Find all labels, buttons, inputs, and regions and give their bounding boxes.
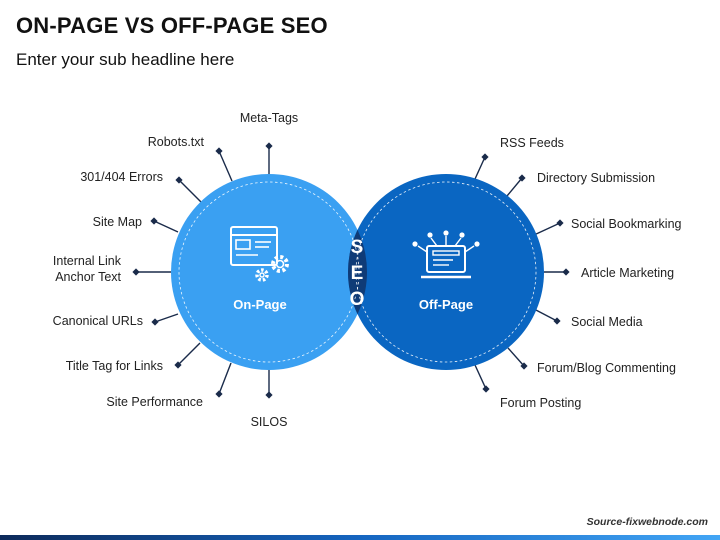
seo-letter-s: S bbox=[351, 237, 364, 258]
on-page-item-label: Title Tag for Links bbox=[66, 359, 163, 373]
off-page-connector-line bbox=[507, 347, 525, 367]
off-page-item-label: Article Marketing bbox=[581, 266, 674, 280]
off-page-dashed-ring bbox=[355, 181, 537, 363]
on-page-connector-diamond bbox=[174, 361, 182, 369]
on-page-connector-diamond bbox=[215, 390, 223, 398]
on-page-connector-diamond bbox=[175, 176, 183, 184]
off-page-connector-diamond bbox=[518, 174, 526, 182]
off-page-connector-diamond bbox=[553, 317, 561, 325]
seo-letter-o: O bbox=[350, 289, 365, 310]
on-page-connector-diamond bbox=[265, 142, 273, 150]
off-page-connector-diamond bbox=[482, 385, 490, 393]
off-page-connector-line bbox=[533, 308, 558, 322]
on-page-circle bbox=[171, 174, 367, 370]
off-page-item-label: Forum/Blog Commenting bbox=[537, 361, 676, 375]
bottom-accent-bar bbox=[0, 535, 720, 540]
off-page-connector-diamond bbox=[520, 362, 528, 370]
on-page-dashed-ring bbox=[178, 181, 360, 363]
on-page-connector-line bbox=[154, 313, 179, 323]
on-page-item-label: 301/404 Errors bbox=[80, 170, 163, 184]
monitor-network-icon bbox=[412, 230, 480, 279]
on-page-connector-line bbox=[178, 179, 202, 203]
off-page-connector-line bbox=[474, 364, 487, 390]
on-page-connector-line bbox=[218, 150, 233, 182]
on-page-label: On-Page bbox=[233, 297, 286, 312]
off-page-connector-line bbox=[474, 156, 486, 180]
off-page-item-label: Social Media bbox=[571, 315, 643, 329]
off-page-item-label: Forum Posting bbox=[500, 396, 581, 410]
on-page-connector-line bbox=[177, 342, 201, 366]
off-page-connector-diamond bbox=[562, 268, 570, 276]
on-page-connector-diamond bbox=[151, 318, 159, 326]
on-page-connector-diamond bbox=[132, 268, 140, 276]
off-page-item-label: Social Bookmarking bbox=[571, 217, 682, 231]
seo-letter-e: E bbox=[351, 263, 364, 284]
page-subtitle: Enter your sub headline here bbox=[16, 50, 235, 69]
on-page-connector-line bbox=[153, 220, 179, 233]
on-page-item-label: Site Map bbox=[93, 215, 142, 229]
off-page-item-label: RSS Feeds bbox=[500, 136, 564, 150]
off-page-item-label: Directory Submission bbox=[537, 171, 655, 185]
on-page-item-label: Site Performance bbox=[106, 395, 203, 409]
on-page-item-label: Robots.txt bbox=[148, 135, 205, 149]
off-page-connector-diamond bbox=[481, 153, 489, 161]
page-title: ON-PAGE VS OFF-PAGE SEO bbox=[16, 13, 328, 38]
on-page-connector-diamond bbox=[150, 217, 158, 225]
source-credit: Source-fixwebnode.com bbox=[586, 516, 708, 528]
on-page-item-label: Canonical URLs bbox=[53, 314, 143, 328]
off-page-connector-line bbox=[506, 177, 523, 197]
web-settings-icon bbox=[230, 226, 289, 282]
off-page-label: Off-Page bbox=[419, 297, 473, 312]
on-page-connector-diamond bbox=[265, 391, 273, 399]
on-page-connector-line bbox=[218, 362, 232, 395]
off-page-connector-line bbox=[533, 222, 561, 236]
off-page-connector-diamond bbox=[556, 219, 564, 227]
on-page-item-label: Meta-Tags bbox=[240, 111, 298, 125]
on-page-connector-diamond bbox=[215, 147, 223, 155]
on-page-item-label: SILOS bbox=[251, 415, 288, 429]
